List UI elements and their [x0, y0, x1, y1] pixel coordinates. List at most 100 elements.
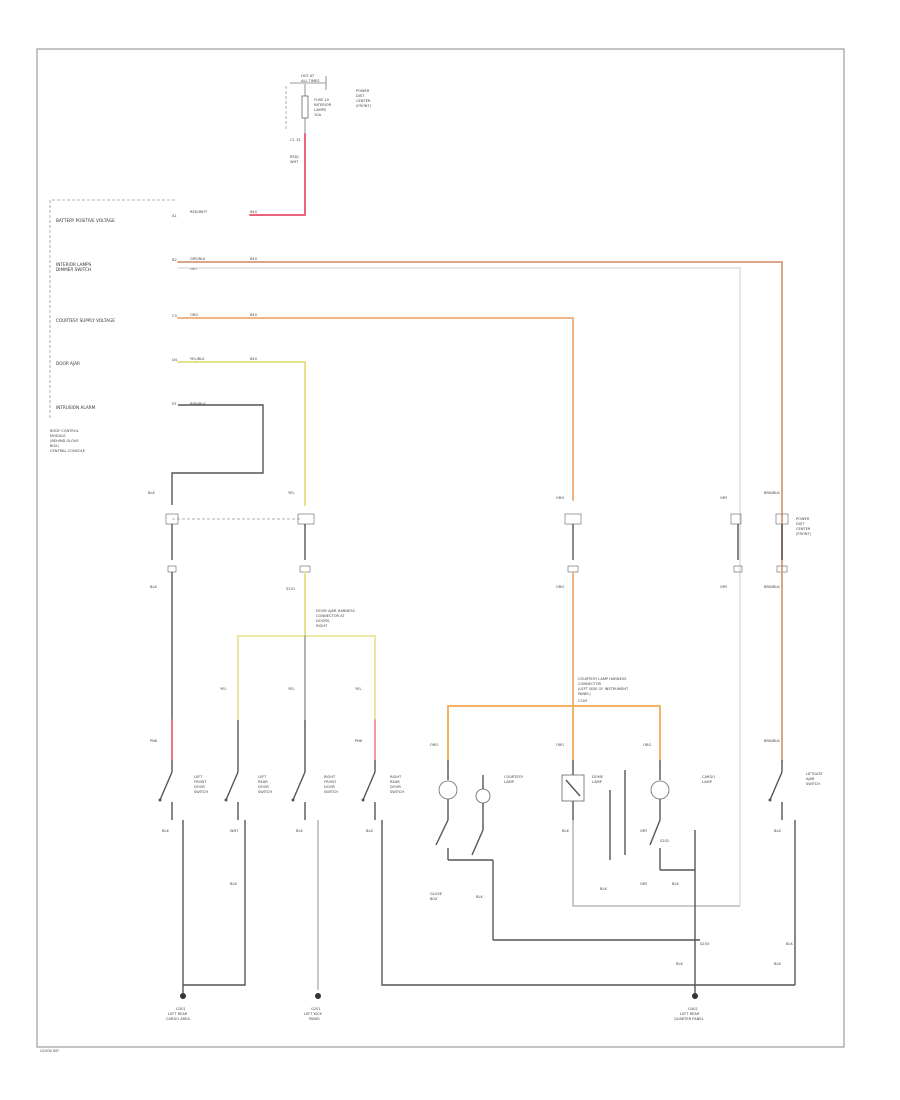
liftgate-wire-label-1: BLK	[774, 829, 781, 833]
module-name-4: BOX)	[50, 444, 59, 448]
cargo-wire-label-4: BLK	[676, 962, 683, 966]
module-wire-label-4: YEL/BLK	[190, 357, 205, 361]
lamp-wire-label-4: BRN/BLK	[764, 739, 780, 743]
glove-switch-label-1: GLOVE	[430, 892, 443, 896]
cargo-lamp-label-2: LAMP	[702, 780, 713, 784]
wire-battery-feed	[249, 133, 306, 216]
dome-wire-label-2: BLK	[600, 887, 607, 891]
note-door-harness-4: RIGHT	[316, 624, 328, 628]
wire-courtesy-supply	[177, 317, 574, 501]
sw-below-label-5: BLK	[230, 882, 237, 886]
module-pin-5: E5	[172, 402, 177, 406]
module-pin-2: B2	[172, 258, 177, 262]
ground-g301: G301 LEFT REAR CARGO AREA	[166, 985, 190, 1021]
conn-wire-label-2: YEL	[288, 491, 294, 495]
pdc-label-3: CENTER	[356, 99, 371, 103]
note-courtesy-harness-5: C205	[578, 699, 587, 703]
note-door-harness-3: DOORS,	[316, 619, 330, 623]
conn-wire-label-3: ORG	[556, 496, 564, 500]
fuse-block: HOT AT ALL TIMES FUSE 10 INTERIOR LAMPS …	[285, 74, 372, 164]
wire-alarm	[171, 404, 264, 505]
module-circuit-1: 640	[250, 210, 258, 214]
lamp-wire-label-3: ORG	[643, 743, 651, 747]
courtesy-lamp-label-2: LAMP	[504, 780, 515, 784]
switch-rr-label-1: RIGHT	[390, 775, 402, 779]
switch-lr-label-4: SWITCH	[258, 790, 272, 794]
connector-c1	[165, 513, 789, 525]
module-label-dimmer-2: DIMMER SWITCH	[56, 267, 91, 272]
switch-rf-label-2: FRONT	[324, 780, 337, 784]
ground-icon	[692, 993, 698, 999]
module-label-alarm: INTRUSION ALARM	[56, 405, 96, 410]
fuse-connector-label: C1 15	[290, 138, 301, 142]
sw-below-label-2: WHT	[230, 829, 239, 833]
conn-right-label-1: POWER	[796, 517, 810, 521]
dome-lamp-label-2: LAMP	[592, 780, 603, 784]
switch-left-rear: LEFT REAR DOOR SWITCH	[224, 760, 272, 820]
courtesy-lamp: COURTESY LAMP GLOVE BOX BLK	[430, 760, 700, 941]
note-courtesy-harness-3: (LEFT SIDE OF INSTRUMENT	[578, 687, 629, 691]
module-pin-3: C3	[172, 314, 177, 318]
note-courtesy-harness-2: CONNECTOR	[578, 682, 602, 686]
ground-1-label-1: G301	[176, 1007, 186, 1011]
switch-right-rear: RIGHT REAR DOOR SWITCH	[361, 760, 404, 820]
module-name-1: BODY CONTROL	[50, 429, 79, 433]
sw-below-label-4: BLK	[366, 829, 373, 833]
splice-label-1: S201	[286, 587, 295, 591]
drop-label-3: ORG	[556, 585, 564, 589]
liftgate-switch: LIFTGATE AJAR SWITCH BLK BLK BLK	[695, 760, 823, 986]
fuse-icon	[301, 95, 309, 119]
module-label-battery: BATTERY POSITIVE VOLTAGE	[56, 218, 115, 223]
note-door-harness-1: DOOR AJAR HARNESS	[316, 609, 356, 613]
module-wire-label-3: ORG	[190, 313, 198, 317]
module-wire-label-2b: GRY	[190, 267, 198, 271]
glove-wire-label: BLK	[476, 895, 483, 899]
conn-right-label-3: CENTER	[796, 527, 811, 531]
module-circuit-3: 640	[250, 313, 258, 317]
dome-lamp: DOME LAMP BLK BLK	[561, 760, 740, 907]
wire-door-ajar	[177, 361, 306, 506]
sw-wire-label-3: YEL	[288, 687, 294, 691]
cargo-lamp: CARGO LAMP GRY S202 GRY BLK S203 BLK	[640, 760, 715, 985]
body-control-module: BATTERY POSITIVE VOLTAGE INTERIOR LAMPS …	[49, 199, 258, 453]
conn-wire-label-4: GRY	[720, 496, 728, 500]
cargo-splice-label-2: S203	[700, 942, 709, 946]
ground-2-label-1: G201	[311, 1007, 321, 1011]
module-circuit-2: 640	[250, 257, 258, 261]
pdc-label-1: POWER	[356, 89, 370, 93]
pdc-label-4: (FRONT)	[356, 104, 372, 108]
ground-1-label-2: LEFT REAR	[168, 1012, 188, 1016]
ground-3-label-1: G402	[688, 1007, 698, 1011]
liftgate-wire-label-3: BLK	[774, 962, 781, 966]
sw-wire-label-1: PNK	[150, 739, 158, 743]
sw-wire-label-4: YEL	[355, 687, 361, 691]
module-circuit-4: 640	[250, 357, 258, 361]
fuse-name: FUSE 10	[314, 98, 330, 102]
wire-dimmer	[177, 261, 783, 761]
conn-wire-label-1: BLK	[148, 491, 155, 495]
sw-wire-label-5: PNK	[355, 739, 363, 743]
lamp-wire-label-1: ORG	[430, 743, 438, 747]
ground-2-label-3: PANEL	[309, 1017, 320, 1021]
wire-dimmer-gray	[177, 267, 741, 906]
cargo-wire-label-3: BLK	[672, 882, 679, 886]
conn-wire-label-5: BRN/BLK	[764, 491, 780, 495]
switch-right-front: RIGHT FRONT DOOR SWITCH	[291, 760, 338, 820]
dome-lamp-label-1: DOME	[592, 775, 604, 779]
module-name-5: CENTRAL CONSOLE	[50, 449, 86, 453]
ground-3-label-2: LEFT REAR	[680, 1012, 700, 1016]
ground-3-label-3: QUARTER PANEL	[674, 1017, 704, 1021]
ground-g402: G402 LEFT REAR QUARTER PANEL	[674, 985, 704, 1021]
diagram-frame	[36, 48, 845, 1048]
fuse-name-2: INTERIOR	[314, 103, 332, 107]
switch-rr-label-2: REAR	[390, 780, 400, 784]
fuse-rating: 10A	[314, 113, 322, 117]
ground-2-label-2: LEFT KICK	[304, 1012, 323, 1016]
switch-lr-label-3: DOOR	[258, 785, 269, 789]
ground-1-label-3: CARGO AREA	[166, 1017, 190, 1021]
cargo-lamp-label-1: CARGO	[702, 775, 715, 779]
conn-right-label-2: DIST	[796, 522, 805, 526]
switch-rr-label-3: DOOR	[390, 785, 401, 789]
ground-g201: G201 LEFT KICK PANEL	[304, 993, 323, 1021]
